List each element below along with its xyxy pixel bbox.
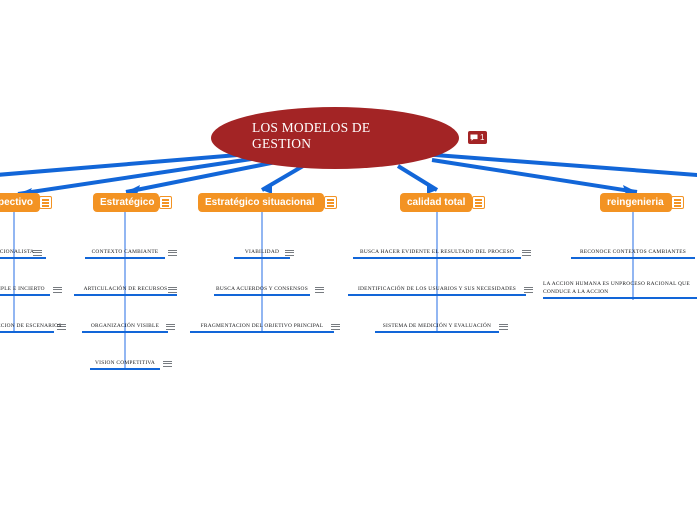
- sub-item-label: LA ACCION HUMANA ES UNPROCESO RACIONAL Q…: [543, 281, 690, 295]
- sub-notes-icon-2-4[interactable]: [163, 360, 172, 368]
- sub-notes-icon-1-2[interactable]: [53, 286, 62, 294]
- branch-notes-icon-1[interactable]: [39, 196, 52, 209]
- sub-item-underline: [190, 331, 334, 333]
- sub-item-underline: [234, 257, 290, 259]
- sub-item-label: CONTEXTO CAMBIANTE: [91, 249, 159, 255]
- sub-notes-icon-3-3[interactable]: [331, 323, 340, 331]
- branch-notes-icon-3[interactable]: [324, 196, 337, 209]
- root-label: LOS MODELOS DE GESTION: [252, 120, 371, 151]
- sub-item-3-1[interactable]: VIABILIDAD: [234, 248, 290, 259]
- sub-item-label: RECONOCE CONTEXTOS CAMBIANTES: [580, 249, 686, 255]
- edge-branch-5: [431, 158, 638, 194]
- comment-icon: [470, 133, 478, 141]
- sub-item-2-2[interactable]: ARTICULACIÓN DE RECURSOS: [74, 285, 177, 296]
- sub-item-label: FRAGMENTACION DEL OBJETIVO PRINCIPAL: [200, 323, 324, 329]
- sub-notes-icon-3-2[interactable]: [315, 286, 324, 294]
- root-comment-badge[interactable]: 1: [468, 131, 488, 144]
- sub-item-underline: [90, 368, 160, 370]
- sub-item-underline: [375, 331, 499, 333]
- sub-item-label: BUSCA HACER EVIDENTE EL RESULTADO DEL PR…: [360, 249, 514, 255]
- sub-item-1-3[interactable]: CONSTRUCCION DE ESCENARIOS: [0, 322, 62, 333]
- sub-item-underline: [0, 294, 50, 296]
- sub-item-4-3[interactable]: SISTEMA DE MEDICIÓN Y EVALUACIÓN: [375, 322, 499, 333]
- branch-node-1[interactable]: ospectivo: [0, 193, 40, 212]
- branch-notes-icon-4[interactable]: [472, 196, 485, 209]
- sub-item-underline: [543, 297, 697, 299]
- sub-item-label: BUSCA ACUERDOS Y CONSENSOS: [216, 286, 308, 292]
- comment-count: 1: [480, 133, 485, 142]
- sub-item-2-1[interactable]: CONTEXTO CAMBIANTE: [85, 248, 165, 259]
- sub-notes-icon-1-3[interactable]: [57, 323, 66, 331]
- sub-notes-icon-2-1[interactable]: [168, 249, 177, 257]
- sub-notes-icon-4-3[interactable]: [499, 323, 508, 331]
- edge-offscreen-right: [421, 152, 697, 177]
- sub-item-underline: [85, 257, 165, 259]
- sub-item-label: MULTIPLE E INCIERTO: [0, 286, 45, 292]
- sub-item-label: RACIONALISTA: [0, 249, 35, 255]
- sub-item-label: VIABILIDAD: [244, 249, 280, 255]
- sub-item-label: SISTEMA DE MEDICIÓN Y EVALUACIÓN: [382, 323, 492, 329]
- sub-notes-icon-1-1[interactable]: [33, 249, 42, 257]
- sub-item-5-2[interactable]: LA ACCION HUMANA ES UNPROCESO RACIONAL Q…: [543, 280, 697, 299]
- branch-node-5[interactable]: reingenieria: [600, 193, 672, 212]
- sub-notes-icon-4-2[interactable]: [524, 286, 533, 294]
- sub-item-underline: [214, 294, 310, 296]
- branch-notes-icon-2[interactable]: [159, 196, 172, 209]
- sub-notes-icon-3-1[interactable]: [285, 249, 294, 257]
- sub-item-5-1[interactable]: RECONOCE CONTEXTOS CAMBIANTES: [571, 248, 695, 259]
- sub-item-underline: [0, 331, 54, 333]
- sub-notes-icon-4-1[interactable]: [522, 249, 531, 257]
- sub-notes-icon-2-2[interactable]: [168, 286, 177, 294]
- branch-node-4[interactable]: calidad total: [400, 193, 472, 212]
- sub-item-underline: [571, 257, 695, 259]
- edge-branch-1: [17, 156, 259, 196]
- sub-item-2-3[interactable]: ORGANIZACIÓN VISIBLE: [82, 322, 168, 333]
- edge-branch-3: [260, 164, 305, 192]
- sub-item-label: VISION COMPETITIVA: [95, 360, 155, 366]
- sub-item-1-2[interactable]: MULTIPLE E INCIERTO: [0, 285, 50, 296]
- sub-item-label: IDENTIFICACIÓN DE LOS USUARIOS Y SUS NEC…: [357, 286, 517, 292]
- branch-node-2[interactable]: Estratégico: [93, 193, 159, 212]
- sub-item-underline: [0, 257, 46, 259]
- sub-item-underline: [82, 331, 168, 333]
- sub-item-label: ARTICULACIÓN DE RECURSOS: [83, 286, 168, 292]
- sub-item-underline: [353, 257, 521, 259]
- root-node[interactable]: LOS MODELOS DE GESTION: [211, 107, 459, 169]
- sub-item-2-4[interactable]: VISION COMPETITIVA: [90, 359, 160, 370]
- sub-item-1-1[interactable]: RACIONALISTA: [0, 248, 46, 259]
- sub-item-4-1[interactable]: BUSCA HACER EVIDENTE EL RESULTADO DEL PR…: [353, 248, 521, 259]
- sub-item-3-3[interactable]: FRAGMENTACION DEL OBJETIVO PRINCIPAL: [190, 322, 334, 333]
- sub-notes-icon-2-3[interactable]: [166, 323, 175, 331]
- branch-node-3[interactable]: Estratégico situacional: [198, 193, 324, 212]
- sub-item-label: ORGANIZACIÓN VISIBLE: [90, 323, 160, 329]
- sub-item-label: CONSTRUCCION DE ESCENARIOS: [0, 323, 62, 329]
- sub-item-3-2[interactable]: BUSCA ACUERDOS Y CONSENSOS: [214, 285, 310, 296]
- edge-branch-2: [125, 160, 277, 194]
- sub-item-4-2[interactable]: IDENTIFICACIÓN DE LOS USUARIOS Y SUS NEC…: [348, 285, 526, 296]
- edge-offscreen-left: [0, 152, 251, 177]
- branch-notes-icon-5[interactable]: [671, 196, 684, 209]
- sub-item-underline: [74, 294, 177, 296]
- sub-item-underline: [348, 294, 526, 296]
- edge-branch-4: [396, 164, 439, 192]
